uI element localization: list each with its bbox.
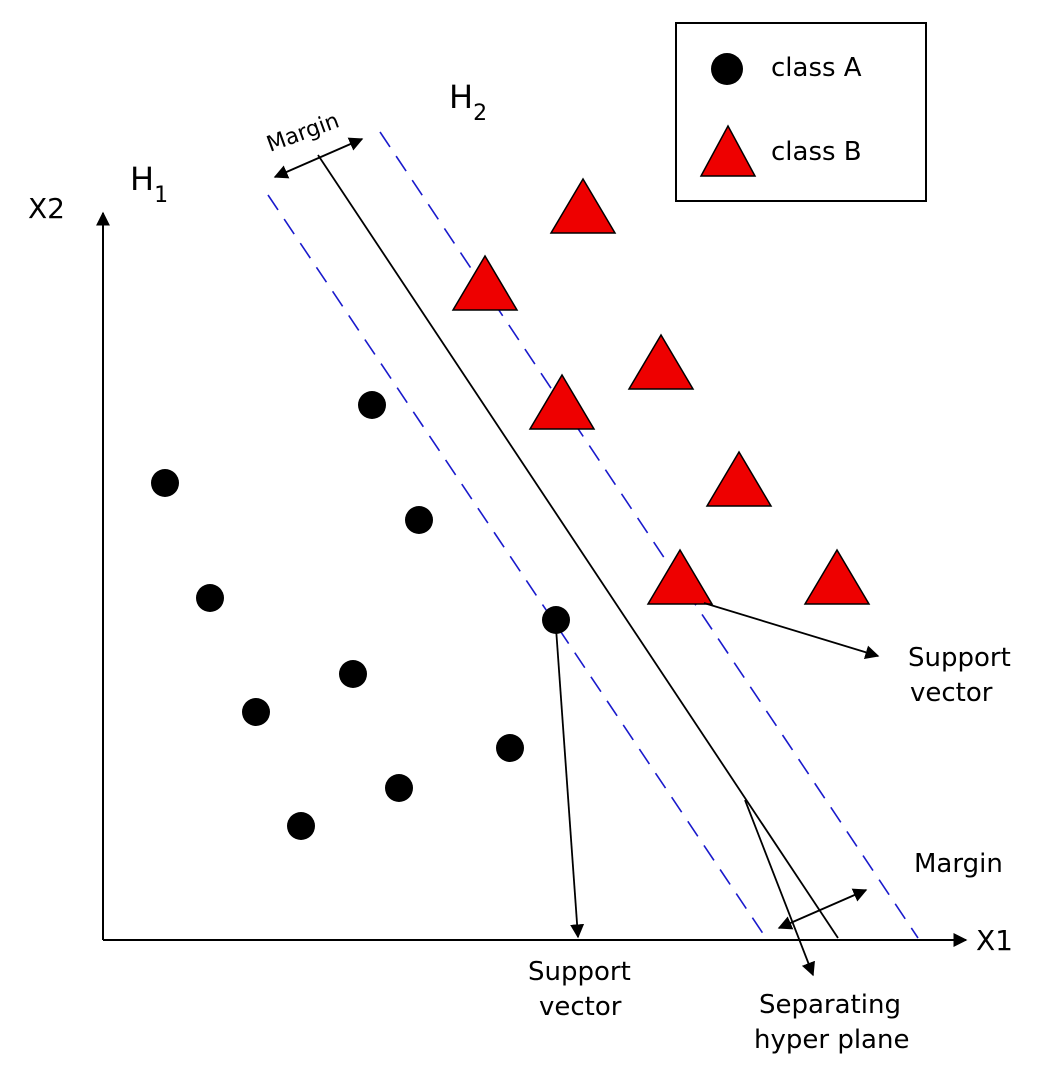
separating-plane-arrow xyxy=(744,799,815,977)
legend: class A class B xyxy=(675,22,927,202)
class-b-point xyxy=(705,450,773,507)
legend-class-b-symbol xyxy=(699,124,757,177)
separating-plane-label: Separating hyper plane xyxy=(754,990,909,1055)
class-a-point xyxy=(385,774,413,802)
class-b-support-vector xyxy=(646,548,714,605)
margin-label-top: Margin xyxy=(264,108,343,157)
margin-arrow-bottom xyxy=(777,888,868,930)
class-b-point xyxy=(803,548,871,605)
class-b-points xyxy=(451,177,871,605)
axes: X2 X1 xyxy=(28,192,1013,957)
class-b-point xyxy=(549,177,617,234)
legend-class-b-label: class B xyxy=(771,137,862,167)
support-vector-label-b: Support vector xyxy=(908,643,1019,708)
class-a-point xyxy=(242,698,270,726)
class-b-support-vector xyxy=(451,254,519,311)
separating-plane-label-line2: hyper plane xyxy=(754,1025,909,1055)
separating-hyperplane xyxy=(317,154,839,939)
support-vector-arrow-b xyxy=(703,602,880,660)
h1-label: H1 xyxy=(130,160,168,208)
class-b-support-vector xyxy=(528,373,596,430)
legend-class-a-symbol xyxy=(711,53,743,85)
class-a-point xyxy=(405,506,433,534)
support-vector-label-b-line1: Support xyxy=(908,643,1011,673)
margin-label-bottom: Margin xyxy=(914,849,1003,879)
margin-hyperplane-h1 xyxy=(267,194,767,939)
margin-arrow-top xyxy=(273,137,364,179)
legend-class-a-label: class A xyxy=(771,53,862,83)
support-vector-arrow-a xyxy=(555,627,585,939)
class-a-point xyxy=(339,660,367,688)
class-a-point xyxy=(151,469,179,497)
x-axis-label: X1 xyxy=(976,924,1013,957)
class-a-point xyxy=(196,584,224,612)
margin-hyperplane-h2 xyxy=(379,131,919,939)
support-vector-label-b-line2: vector xyxy=(910,678,993,708)
h2-label: H2 xyxy=(449,78,487,126)
support-vector-label-a: Support vector xyxy=(528,957,639,1022)
y-axis-label: X2 xyxy=(28,192,65,225)
class-a-point xyxy=(496,734,524,762)
support-vector-label-a-line2: vector xyxy=(539,992,622,1022)
class-b-point xyxy=(627,333,695,390)
class-a-support-vector xyxy=(542,606,570,634)
support-vector-label-a-line1: Support xyxy=(528,957,631,987)
separating-plane-label-line1: Separating xyxy=(759,990,901,1020)
class-a-points xyxy=(151,391,570,840)
class-a-point xyxy=(287,812,315,840)
class-a-point xyxy=(358,391,386,419)
